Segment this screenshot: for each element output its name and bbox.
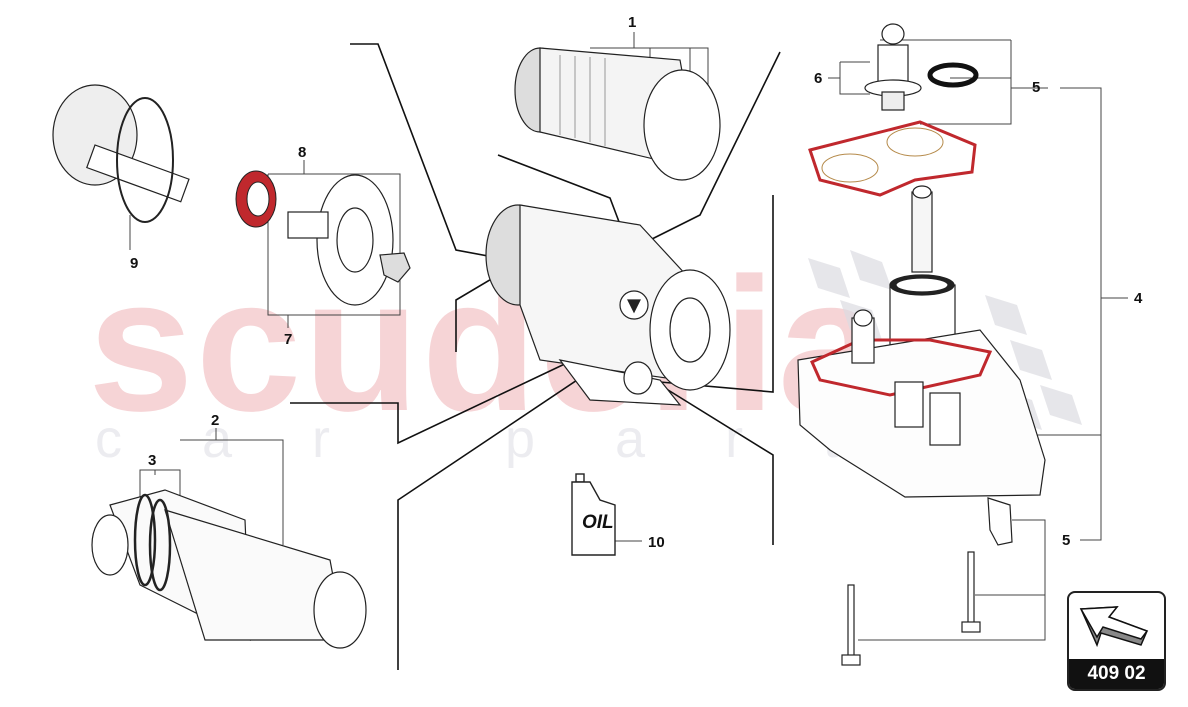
page-reference-badge[interactable]: 409 02	[1067, 591, 1166, 691]
callout-3[interactable]: 3	[148, 452, 157, 469]
control-housing-4	[797, 185, 1046, 498]
drive-shaft	[52, 84, 190, 223]
callout-2[interactable]: 2	[211, 412, 220, 429]
valve-6	[864, 23, 922, 111]
red-seal	[235, 170, 277, 228]
clip-5	[927, 62, 979, 88]
callout-7[interactable]: 7	[284, 331, 293, 348]
pump-motor-1	[514, 47, 721, 181]
callout-10[interactable]: 10	[648, 534, 665, 551]
oil-label: OIL	[582, 512, 614, 533]
callout-1[interactable]: 1	[628, 14, 637, 31]
oil-bottle-10	[571, 473, 616, 556]
pump-motor-2	[91, 489, 367, 649]
back-arrow-icon	[1079, 606, 1149, 648]
callout-6[interactable]: 6	[814, 70, 823, 87]
flange	[287, 174, 411, 306]
page-code: 409 02	[1069, 659, 1164, 689]
callout-5-bottom[interactable]: 5	[1062, 532, 1071, 549]
callout-9[interactable]: 9	[130, 255, 139, 272]
callout-4[interactable]: 4	[1134, 290, 1143, 307]
central-pump-assembly	[485, 204, 731, 406]
checkered-flag-watermark	[808, 250, 1082, 430]
callout-5-top[interactable]: 5	[1032, 79, 1041, 96]
gasket-top	[808, 120, 977, 197]
bracket-bolts-5	[841, 497, 1013, 666]
callout-8[interactable]: 8	[298, 144, 307, 161]
